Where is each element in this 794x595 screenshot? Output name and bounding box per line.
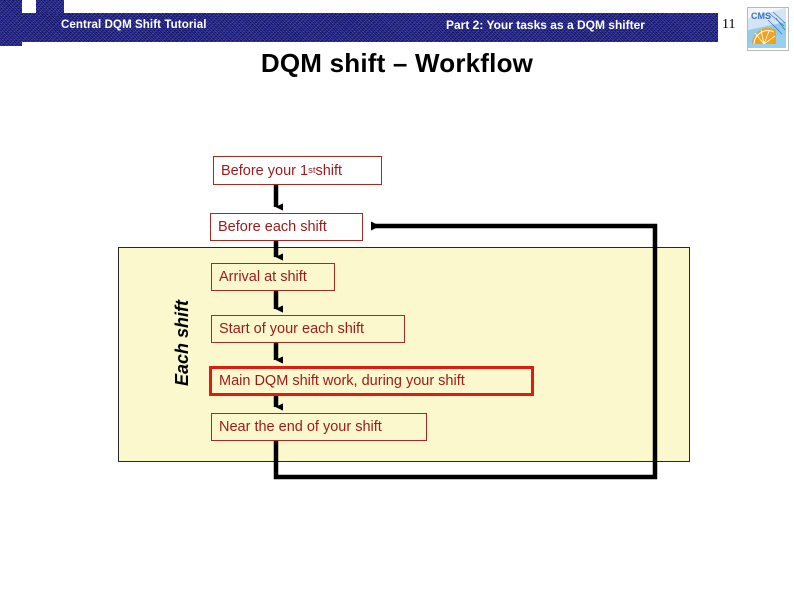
banner-bar [22, 13, 718, 42]
header-banner: Central DQM Shift Tutorial Part 2: Your … [0, 0, 794, 46]
box-before-your-first-shift-text-1: Before your 1 [221, 162, 309, 179]
header-left-title: Central DQM Shift Tutorial [61, 19, 207, 31]
connector-feedback-loop [273, 221, 658, 480]
svg-text:CMS: CMS [751, 11, 771, 21]
box-before-each-shift[interactable]: Before each shift [210, 213, 363, 241]
cms-logo-image: CMS [748, 8, 786, 48]
banner-left-riser-decoration [36, 0, 64, 14]
slide-title: DQM shift – Workflow [260, 48, 534, 78]
each-shift-panel [118, 247, 690, 462]
cms-logo: CMS [747, 7, 789, 51]
box-before-your-first-shift-superscript: st [308, 165, 316, 176]
header-right-title: Part 2: Your tasks as a DQM shifter [446, 18, 645, 32]
banner-left-tab-decoration [0, 0, 22, 46]
page-number: 11 [722, 17, 736, 32]
box-before-your-first-shift-text-2: shift [315, 162, 343, 179]
box-near-the-end-of-your-shift[interactable]: Near the end of your shift [211, 413, 427, 441]
box-start-of-your-each-shift[interactable]: Start of your each shift [211, 315, 405, 343]
box-arrival-at-shift[interactable]: Arrival at shift [211, 263, 335, 291]
box-main-dqm-shift-work[interactable]: Main DQM shift work, during your shift [209, 366, 534, 396]
